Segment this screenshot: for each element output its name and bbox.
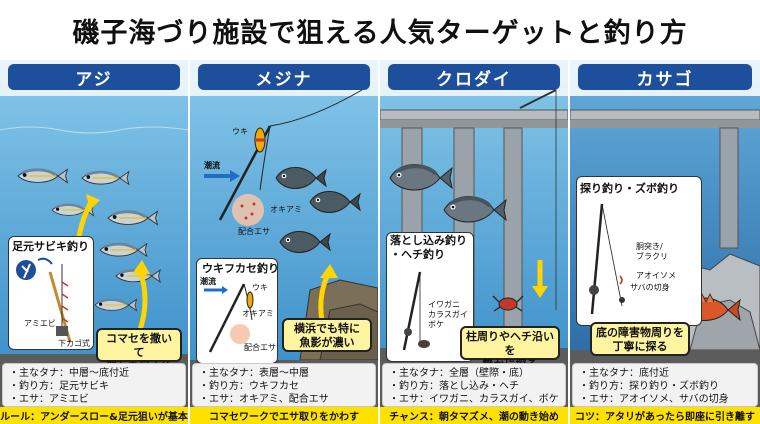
kasago-header: カサゴ (578, 64, 752, 90)
mejina-callout: 横浜でも特に 魚影が濃い (282, 318, 372, 352)
mejina-header: メジナ (198, 64, 370, 90)
kurodai-method-box (386, 232, 474, 362)
aji-footer: ルール：アンダースロー&足元狙いが基本 (0, 407, 188, 424)
kasago-info-method: ・釣り方：探り釣り・ズボ釣り (579, 381, 719, 392)
panel-kurodai: 落とし込み釣り ・ヘチ釣り イワガニ カラスガイ ボケ 柱周りやヘチ沿いを 静か… (380, 60, 568, 424)
hechi-rig-diagram (402, 271, 430, 351)
aji-info-depth: ・主なタナ：中層〜底付近 (9, 368, 129, 379)
mejina-info-bait: ・エサ：オキアミ、配合エサ (199, 394, 329, 405)
kurodai-callout: 柱周りやヘチ沿いを 静かに探る (460, 326, 560, 371)
aji-info-method: ・釣り方：足元サビキ (9, 381, 109, 392)
mejina-info-depth: ・主なタナ：表層〜中層 (199, 368, 309, 379)
kurodai-header: クロダイ (388, 64, 560, 90)
kurodai-info-bait: ・エサ：イワガニ、カラスガイ、ボケ (389, 394, 559, 405)
aji-info-bait: ・エサ：アミエビ (9, 394, 89, 405)
kurodai-method-title: 落とし込み釣り ・ヘチ釣り (390, 234, 467, 261)
kasago-info-box: ・主なタナ：底付近 ・釣り方：探り釣り・ズボ釣り ・エサ：アオイソメ、サバの切身 (572, 363, 758, 407)
mejina-float2-label: ウキ (252, 283, 268, 292)
mejina-krill2-label: オキアミ (242, 309, 274, 318)
aji-header: アジ (8, 64, 180, 90)
panel-aji: 足元サビキ釣り アミエビ 下カゴ式 コマセを撒いて 群れを足止め ・主なタナ：中… (0, 60, 188, 424)
sabiki-rig-diagram (16, 257, 72, 343)
aji-info-box: ・主なタナ：中層〜底付近 ・釣り方：足元サビキ ・エサ：アミエビ (2, 363, 186, 407)
kasago-info-depth: ・主なタナ：底付近 (579, 368, 669, 379)
kasago-footer: コツ：アタリがあったら即座に引き離す (570, 407, 760, 424)
kasago-method-title: 探り釣り・ズボ釣り (580, 182, 679, 195)
mejina-krill-label: オキアミ (270, 205, 302, 214)
chum-label: アミエビ (24, 319, 56, 328)
panel-mejina: ウキ 潮流 オキアミ 配合エサ ウキフカセ釣り 潮流 ウキ オキアミ 配合エサ … (190, 60, 378, 424)
mejina-float-label: ウキ (232, 127, 248, 136)
kurodai-footer: チャンス：朝タマズメ、潮の動き始め (380, 407, 568, 424)
kurodai-info-box: ・主なタナ：全層（壁際・底） ・釣り方：落とし込み・ヘチ ・エサ：イワガニ、カラ… (382, 363, 566, 407)
mejina-info-box: ・主なタナ：表層〜中層 ・釣り方：ウキフカセ ・エサ：オキアミ、配合エサ (192, 363, 376, 407)
mejina-bait2-label: 配合エサ (244, 343, 276, 352)
mejina-current-label: 潮流 (204, 161, 220, 170)
mejina-current2-label: 潮流 (200, 277, 216, 286)
aji-method-title: 足元サビキ釣り (12, 240, 89, 253)
kurodai-bait-label: イワガニ カラスガイ ボケ (428, 300, 468, 329)
mejina-method-box (196, 258, 278, 364)
mejina-bait-label: 配合エサ (238, 227, 270, 236)
kasago-callout: 底の障害物周りを 丁寧に探る (590, 322, 690, 356)
kasago-info-bait: ・エサ：アオイソメ、サバの切身 (579, 394, 729, 405)
zubo-rig-diagram (589, 203, 625, 315)
crab-icon (492, 295, 524, 312)
ukifukase-rig-diagram (204, 283, 254, 353)
aji-method-box (8, 236, 94, 350)
page-title: 磯子海づり施設で狙える人気ターゲットと釣り方 (72, 17, 688, 49)
kurodai-info-depth: ・主なタナ：全層（壁際・底） (389, 368, 529, 379)
panel-kasago: 探り釣り・ズボ釣り 胴突き/ ブラクリ アオイソメ サバの切身 底の障害物周りを… (570, 60, 760, 424)
kasago-rig-label: 胴突き/ ブラクリ (636, 242, 668, 261)
sinker-label: 下カゴ式 (58, 339, 90, 348)
kasago-bait2-label: サバの切身 (630, 283, 670, 292)
kasago-bait1-label: アオイソメ (636, 271, 676, 280)
mejina-info-method: ・釣り方：ウキフカセ (199, 381, 299, 392)
aji-callout: コマセを撒いて 群れを足止め (96, 328, 182, 373)
kurodai-info-method: ・釣り方：落とし込み・ヘチ (389, 381, 519, 392)
mejina-footer: コマセワークでエサ取りをかわす (190, 407, 378, 424)
mejina-method-title: ウキフカセ釣り (202, 262, 279, 275)
